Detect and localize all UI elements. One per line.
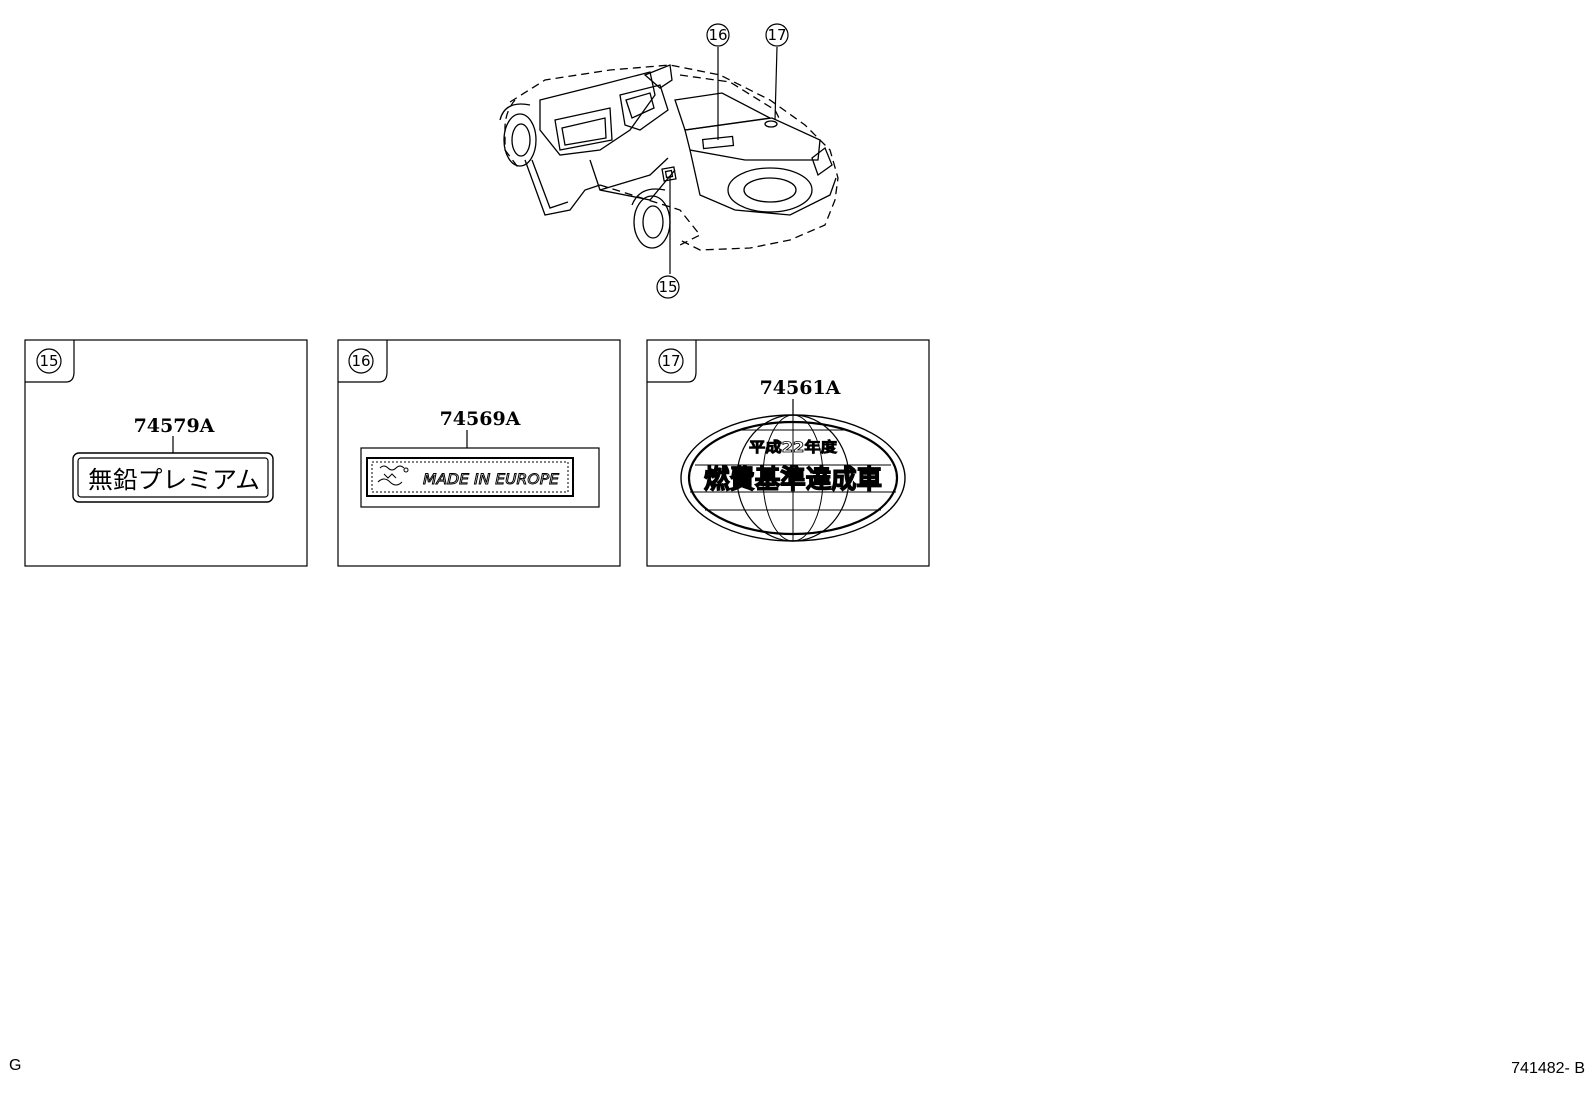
footer-left-code: G xyxy=(9,1057,22,1074)
made-in-europe-plate xyxy=(360,447,600,508)
fuel-economy-emblem xyxy=(680,414,906,542)
fuel-economy-year-text: 平成22年度 xyxy=(749,439,838,456)
callout-17-marker xyxy=(765,23,789,47)
unleaded-premium-label-outer xyxy=(72,452,274,503)
panel-15 xyxy=(24,339,308,567)
vehicle-leader-lines xyxy=(669,46,778,274)
callout-15-marker xyxy=(656,275,680,299)
panel-16 xyxy=(337,339,621,567)
panel-17-part-number: 74561A xyxy=(760,377,841,399)
footer-figure-number: 741482- B xyxy=(1511,1060,1585,1077)
callout-16-label: 16 xyxy=(708,26,727,44)
panel-17 xyxy=(646,339,930,567)
callout-17-label: 17 xyxy=(767,26,786,44)
callout-16-marker xyxy=(706,23,730,47)
panel-17-callout: 17 xyxy=(661,352,680,370)
made-in-europe-text: MADE IN EUROPE xyxy=(423,472,559,488)
panel-16-callout: 16 xyxy=(351,352,370,370)
europe-crest-icon xyxy=(377,465,409,486)
unleaded-premium-label-inner xyxy=(77,457,269,498)
panel-15-callout: 15 xyxy=(39,352,58,370)
fuel-economy-main-text: 燃費基準達成車 xyxy=(704,464,882,495)
panel-16-part-number: 74569A xyxy=(440,408,521,430)
unleaded-premium-label-text: 無鉛プレミアム xyxy=(88,466,260,494)
callout-15-label: 15 xyxy=(658,278,677,296)
panel-15-part-number: 74579A xyxy=(134,415,215,437)
vehicle-outline xyxy=(499,64,839,251)
